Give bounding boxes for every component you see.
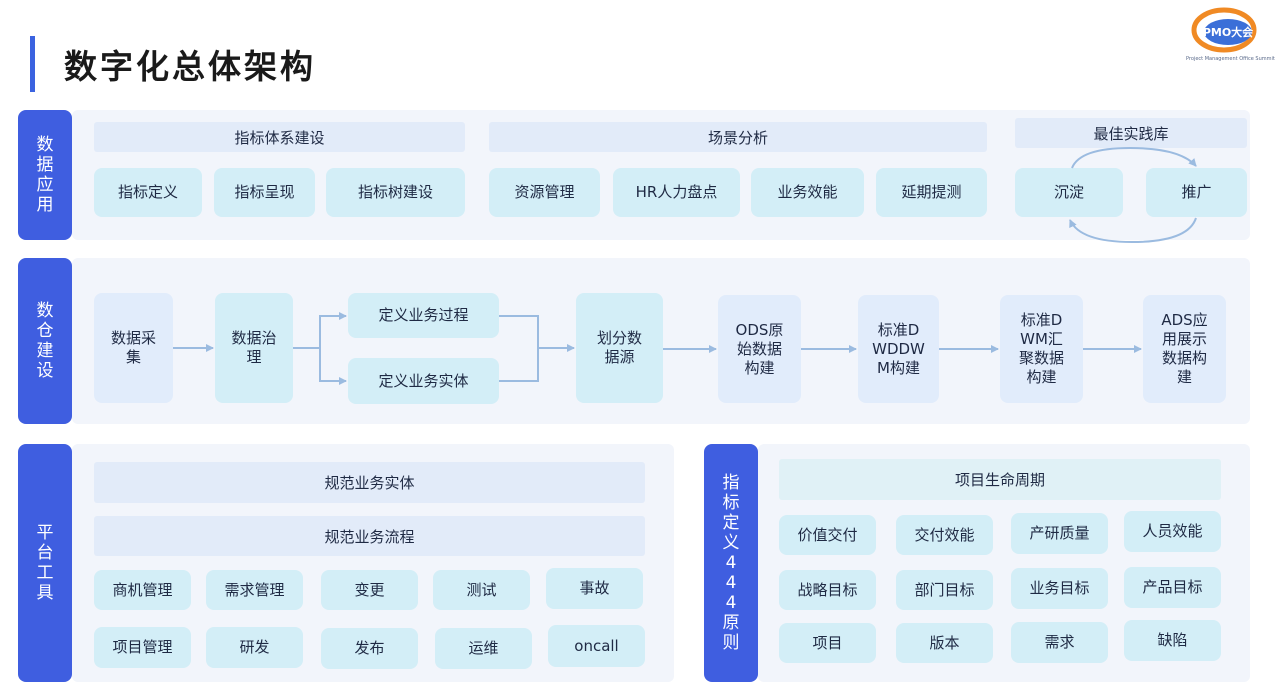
pmo-logo: PMO大会 Project Management Office Summit — [1186, 6, 1275, 62]
item-indicator-display: 指标呈现 — [214, 168, 315, 217]
item-indicator-tree: 指标树建设 — [326, 168, 465, 217]
metric-rd-quality: 产研质量 — [1011, 513, 1108, 554]
step-data-collection: 数据采集 — [94, 293, 173, 403]
group-header-scenario-analysis: 场景分析 — [489, 122, 987, 152]
step-ods-build: ODS原始数据构建 — [718, 295, 801, 403]
tool-change: 变更 — [321, 570, 418, 610]
tool-incident: 事故 — [546, 568, 643, 609]
metric-project: 项目 — [779, 623, 876, 663]
page-title: 数字化总体架构 — [64, 47, 316, 86]
metric-version: 版本 — [896, 623, 993, 663]
item-delay-test: 延期提测 — [876, 168, 987, 217]
step-ads-build: ADS应用展示数据构建 — [1143, 295, 1226, 403]
side-label-metrics: 指标定义444原则 — [704, 444, 758, 682]
logo-mark: PMO大会 — [1203, 25, 1254, 39]
side-label-platform: 平台工具 — [18, 444, 72, 682]
metric-delivery-efficiency: 交付效能 — [896, 515, 993, 555]
tool-project-management: 项目管理 — [94, 627, 191, 668]
tool-testing: 测试 — [433, 570, 530, 610]
tool-requirement: 需求管理 — [206, 570, 303, 610]
step-data-governance: 数据治理 — [215, 293, 293, 403]
step-partition-source: 划分数据源 — [576, 293, 663, 403]
item-business-efficiency: 业务效能 — [751, 168, 864, 217]
metric-staff-efficiency: 人员效能 — [1124, 511, 1221, 552]
platform-row-process: 规范业务流程 — [94, 516, 645, 556]
metric-department-goal: 部门目标 — [896, 570, 993, 610]
group-header-best-practice: 最佳实践库 — [1015, 118, 1247, 148]
item-resource-management: 资源管理 — [489, 168, 600, 217]
item-hr-inventory: HR人力盘点 — [613, 168, 740, 217]
step-define-process: 定义业务过程 — [348, 293, 499, 338]
tool-oncall: oncall — [548, 625, 645, 667]
metric-strategy-goal: 战略目标 — [779, 570, 876, 610]
side-label-warehouse: 数仓建设 — [18, 258, 72, 424]
tool-release: 发布 — [321, 628, 418, 669]
metric-business-goal: 业务目标 — [1011, 568, 1108, 609]
metric-defect: 缺陷 — [1124, 620, 1221, 661]
tool-opportunity: 商机管理 — [94, 570, 191, 610]
step-dwm-aggregate: 标准DWM汇聚数据构建 — [1000, 295, 1083, 403]
metric-requirement: 需求 — [1011, 622, 1108, 663]
metrics-header-lifecycle: 项目生命周期 — [779, 459, 1221, 500]
side-label-data-app: 数据应用 — [18, 110, 72, 240]
tool-development: 研发 — [206, 627, 303, 668]
tool-operations: 运维 — [435, 628, 532, 669]
logo-subtitle: Project Management Office Summit — [1186, 56, 1275, 62]
step-define-entity: 定义业务实体 — [348, 358, 499, 404]
item-accumulate: 沉淀 — [1015, 168, 1123, 217]
pmo-logo-icon: PMO大会 — [1191, 7, 1257, 53]
item-promote: 推广 — [1146, 168, 1247, 217]
platform-row-entity: 规范业务实体 — [94, 462, 645, 503]
metric-value-delivery: 价值交付 — [779, 515, 876, 555]
item-indicator-definition: 指标定义 — [94, 168, 202, 217]
group-header-indicator-system: 指标体系建设 — [94, 122, 465, 152]
metric-product-goal: 产品目标 — [1124, 567, 1221, 608]
title-accent-bar — [30, 36, 35, 92]
step-dwd-dwm-build: 标准DWDDWM构建 — [858, 295, 939, 403]
